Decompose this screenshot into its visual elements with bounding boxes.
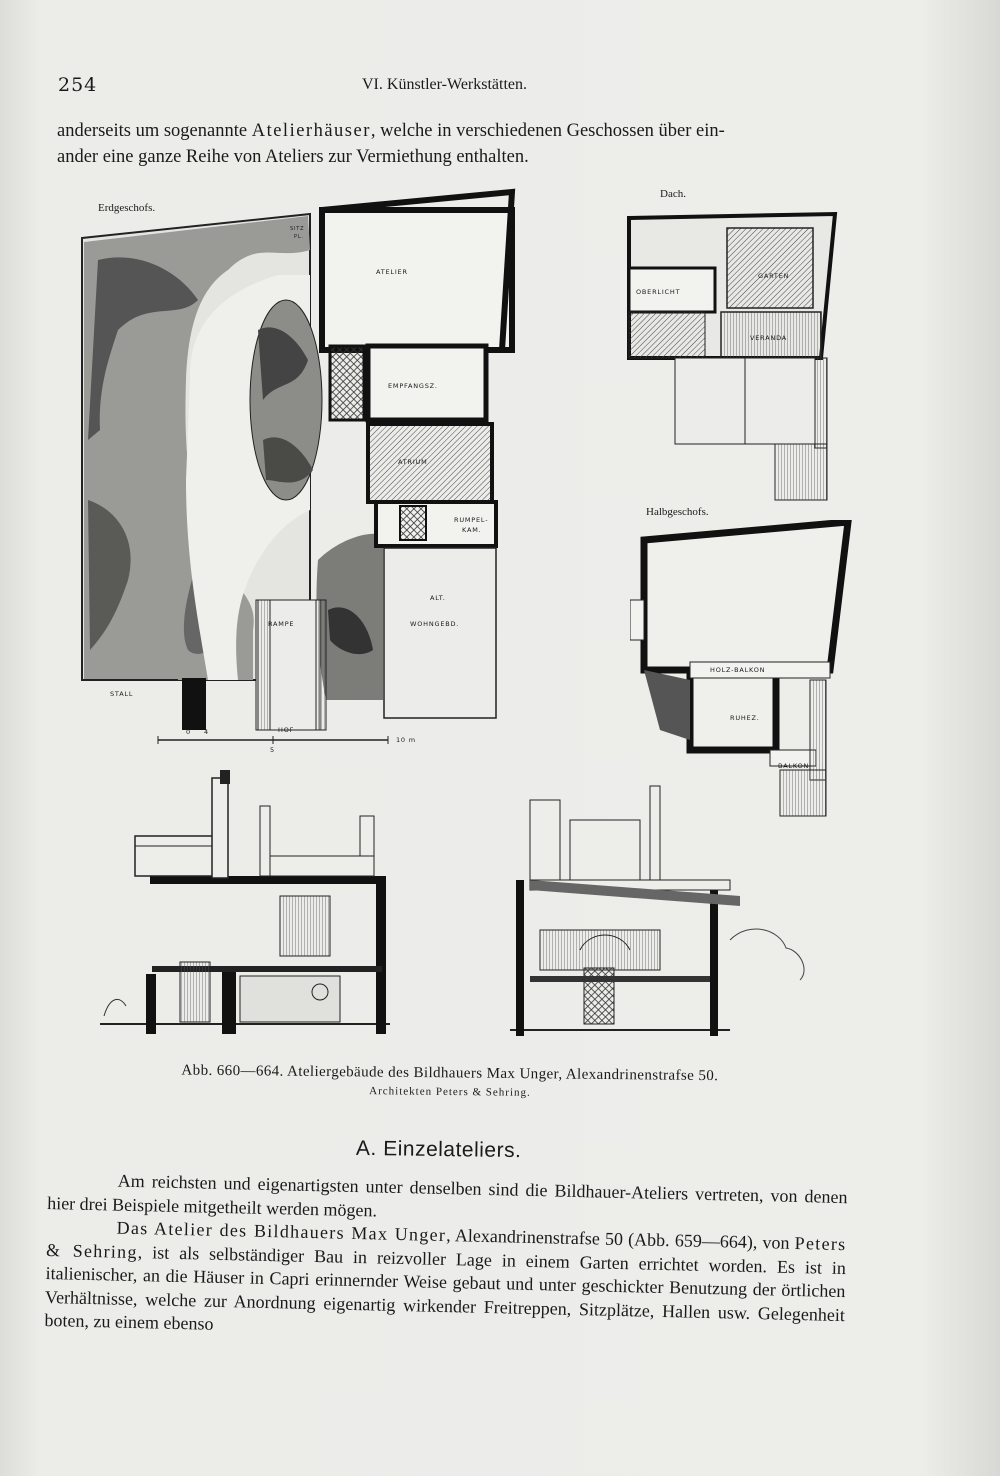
room-alt-1: ALT. xyxy=(430,594,446,602)
room-sitzplatz-2: PL. xyxy=(294,234,304,240)
room-veranda: VERANDA xyxy=(750,334,788,342)
figure-caption: Abb. 660—664. Ateliergebäude des Bildhau… xyxy=(181,1062,719,1085)
room-garten: GARTEN xyxy=(758,272,790,280)
paragraph: Das Atelier des Bildhauers Max Unger, Al… xyxy=(44,1215,846,1351)
room-ruhezimmer: RUHEZ. xyxy=(730,714,760,722)
intro-text: anderseits um sogenannte xyxy=(57,121,252,141)
room-stall: STALL xyxy=(110,690,134,698)
body-text: Am reichsten und eigenartigsten unter de… xyxy=(44,1168,848,1351)
scale-zero: 0 xyxy=(186,728,191,736)
room-sitzplatz-1: SITZ xyxy=(290,226,305,232)
room-oberlicht: OBERLICHT xyxy=(636,288,681,296)
page-number: 254 xyxy=(58,74,98,96)
section-heading: A. Einzelateliers. xyxy=(355,1136,522,1163)
room-alt-2: WOHNGEBD. xyxy=(410,620,460,628)
plan-label-dach: Dach. xyxy=(660,188,686,200)
section-drawing-right xyxy=(510,785,805,1036)
room-rumpelkammer-1: RUMPEL- xyxy=(454,516,489,524)
plan-label-erdgeschoss: Erdgeschofs. xyxy=(98,202,156,214)
running-title: VI. Künstler-Werkstätten. xyxy=(362,76,528,93)
roof-plan xyxy=(627,211,838,501)
room-rampe: RAMPE xyxy=(268,620,295,628)
room-holz-balkon: HOLZ-BALKON xyxy=(710,666,766,674)
room-hof: HOF xyxy=(278,726,295,734)
intro-text: , welche in verschiedenen Geschossen übe… xyxy=(370,121,725,141)
intro-paragraph: anderseits um sogenannte Atelierhäuser, … xyxy=(57,118,847,170)
plan-label-halbgeschoss: Halbgeschofs. xyxy=(646,506,709,518)
architectural-figure: Erdgeschofs. xyxy=(70,180,870,1060)
room-atelier: ATELIER xyxy=(376,268,408,276)
room-balkon: BALKON xyxy=(778,762,810,770)
scale-ten: 10 m xyxy=(396,736,416,744)
scale-five: 5 xyxy=(270,746,275,754)
intro-spaced-term: Atelierhäuser xyxy=(251,121,371,141)
mezzanine-plan xyxy=(630,520,852,817)
intro-text: ander eine ganze Reihe von Ateliers zur … xyxy=(57,147,529,167)
room-empfangszimmer: EMPFANGSZ. xyxy=(388,382,438,390)
ground-floor-plan xyxy=(81,188,516,744)
figure-caption-architects: Architekten Peters & Sehring. xyxy=(369,1085,531,1099)
paragraph-text: , ist als selbständiger Bau in reizvolle… xyxy=(44,1241,847,1334)
scale-four: 4 xyxy=(204,728,209,736)
section-drawing-left xyxy=(100,770,390,1034)
room-atrium: ATRIUM xyxy=(398,458,428,466)
room-rumpelkammer-2: KAM. xyxy=(462,526,482,534)
